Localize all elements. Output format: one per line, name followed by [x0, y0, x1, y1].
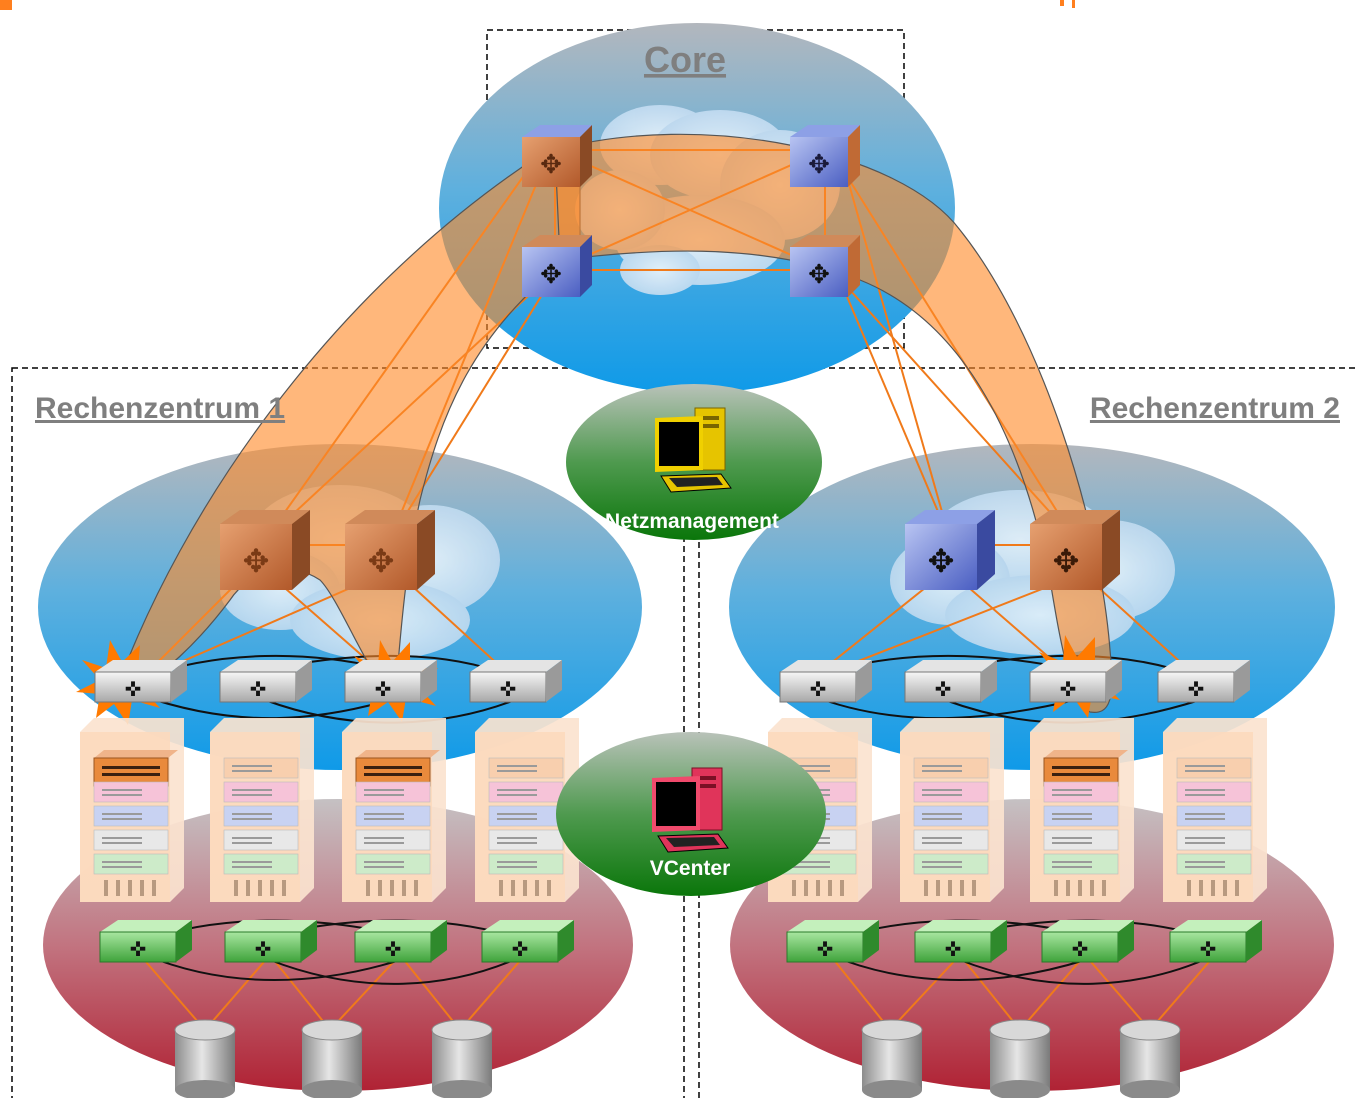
rz2-storage-switches: ✜ ✜ ✜ ✜: [786, 920, 1262, 963]
switch-icon: ✜: [224, 920, 317, 963]
server-rack-icon: [210, 718, 314, 902]
vcenter-label: VCenter: [650, 857, 731, 880]
svg-text:✥: ✥: [540, 149, 562, 179]
switch-icon: ✜: [1029, 660, 1122, 703]
rz1-access-switches: ✜ ✜ ✜ ✜: [94, 660, 562, 703]
server-rack-icon: [900, 718, 1004, 902]
svg-text:✥: ✥: [808, 259, 830, 289]
switch-icon: ✜: [779, 660, 872, 703]
svg-text:✜: ✜: [250, 679, 267, 701]
svg-text:✜: ✜: [512, 939, 529, 961]
core-router-bottom-right: ✥: [790, 235, 860, 297]
core-router-top-left: ✥: [522, 125, 592, 187]
rz2-router-2: ✥: [1030, 510, 1120, 590]
server-rack-icon: [1163, 718, 1267, 902]
switch-icon: ✜: [354, 920, 447, 963]
switch-icon: ✜: [344, 660, 437, 703]
rz1-title: Rechenzentrum 1: [35, 392, 285, 425]
switch-icon: ✜: [1157, 660, 1250, 703]
core-router-top-right: ✥: [790, 125, 860, 187]
svg-text:✜: ✜: [500, 679, 517, 701]
rz1-router-1: ✥: [220, 510, 310, 590]
core-title: Core: [644, 39, 726, 80]
svg-text:✜: ✜: [255, 939, 272, 961]
switch-icon: ✜: [481, 920, 574, 963]
switch-icon: ✜: [219, 660, 312, 703]
switch-icon: ✜: [99, 920, 192, 963]
svg-text:✥: ✥: [243, 543, 270, 579]
svg-text:✜: ✜: [935, 679, 952, 701]
svg-text:✜: ✜: [1072, 939, 1089, 961]
netzmanagement-label: Netzmanagement: [605, 510, 779, 533]
storage-icon: [1119, 1019, 1181, 1098]
switch-icon: ✜: [94, 660, 187, 703]
core-router-bottom-left: ✥: [522, 235, 592, 297]
svg-text:✥: ✥: [1053, 543, 1080, 579]
server-rack-icon: [475, 718, 579, 902]
server-rack-icon: [80, 718, 184, 902]
svg-text:✥: ✥: [808, 149, 830, 179]
rz2-router-1: ✥: [905, 510, 995, 590]
storage-disks: [174, 1019, 1181, 1098]
svg-text:✜: ✜: [125, 679, 142, 701]
switch-icon: ✜: [1041, 920, 1134, 963]
switch-icon: ✜: [914, 920, 1007, 963]
svg-text:✜: ✜: [817, 939, 834, 961]
svg-text:✜: ✜: [1060, 679, 1077, 701]
storage-icon: [301, 1019, 363, 1098]
svg-text:✥: ✥: [368, 543, 395, 579]
svg-text:✥: ✥: [540, 259, 562, 289]
storage-icon: [861, 1019, 923, 1098]
storage-icon: [989, 1019, 1051, 1098]
svg-text:✜: ✜: [945, 939, 962, 961]
switch-icon: ✜: [786, 920, 879, 963]
computer-icon: [652, 767, 729, 853]
rz1-router-2: ✥: [345, 510, 435, 590]
server-rack-icon: [1030, 718, 1134, 902]
storage-icon: [174, 1019, 236, 1098]
switch-icon: ✜: [904, 660, 997, 703]
rz1-storage-switches: ✜ ✜ ✜ ✜: [99, 920, 574, 963]
svg-text:✜: ✜: [385, 939, 402, 961]
switch-icon: ✜: [1169, 920, 1262, 963]
svg-text:✜: ✜: [1200, 939, 1217, 961]
server-rack-icon: [342, 718, 446, 902]
svg-text:✜: ✜: [375, 679, 392, 701]
svg-text:✜: ✜: [130, 939, 147, 961]
svg-text:✜: ✜: [810, 679, 827, 701]
switch-icon: ✜: [469, 660, 562, 703]
svg-text:✥: ✥: [928, 543, 955, 579]
svg-text:✜: ✜: [1188, 679, 1205, 701]
rz2-access-switches: ✜ ✜ ✜ ✜: [779, 660, 1250, 703]
cut-off-title: [0, 0, 1075, 10]
rz2-title: Rechenzentrum 2: [1090, 392, 1340, 425]
storage-icon: [431, 1019, 493, 1098]
computer-icon: [655, 407, 732, 493]
